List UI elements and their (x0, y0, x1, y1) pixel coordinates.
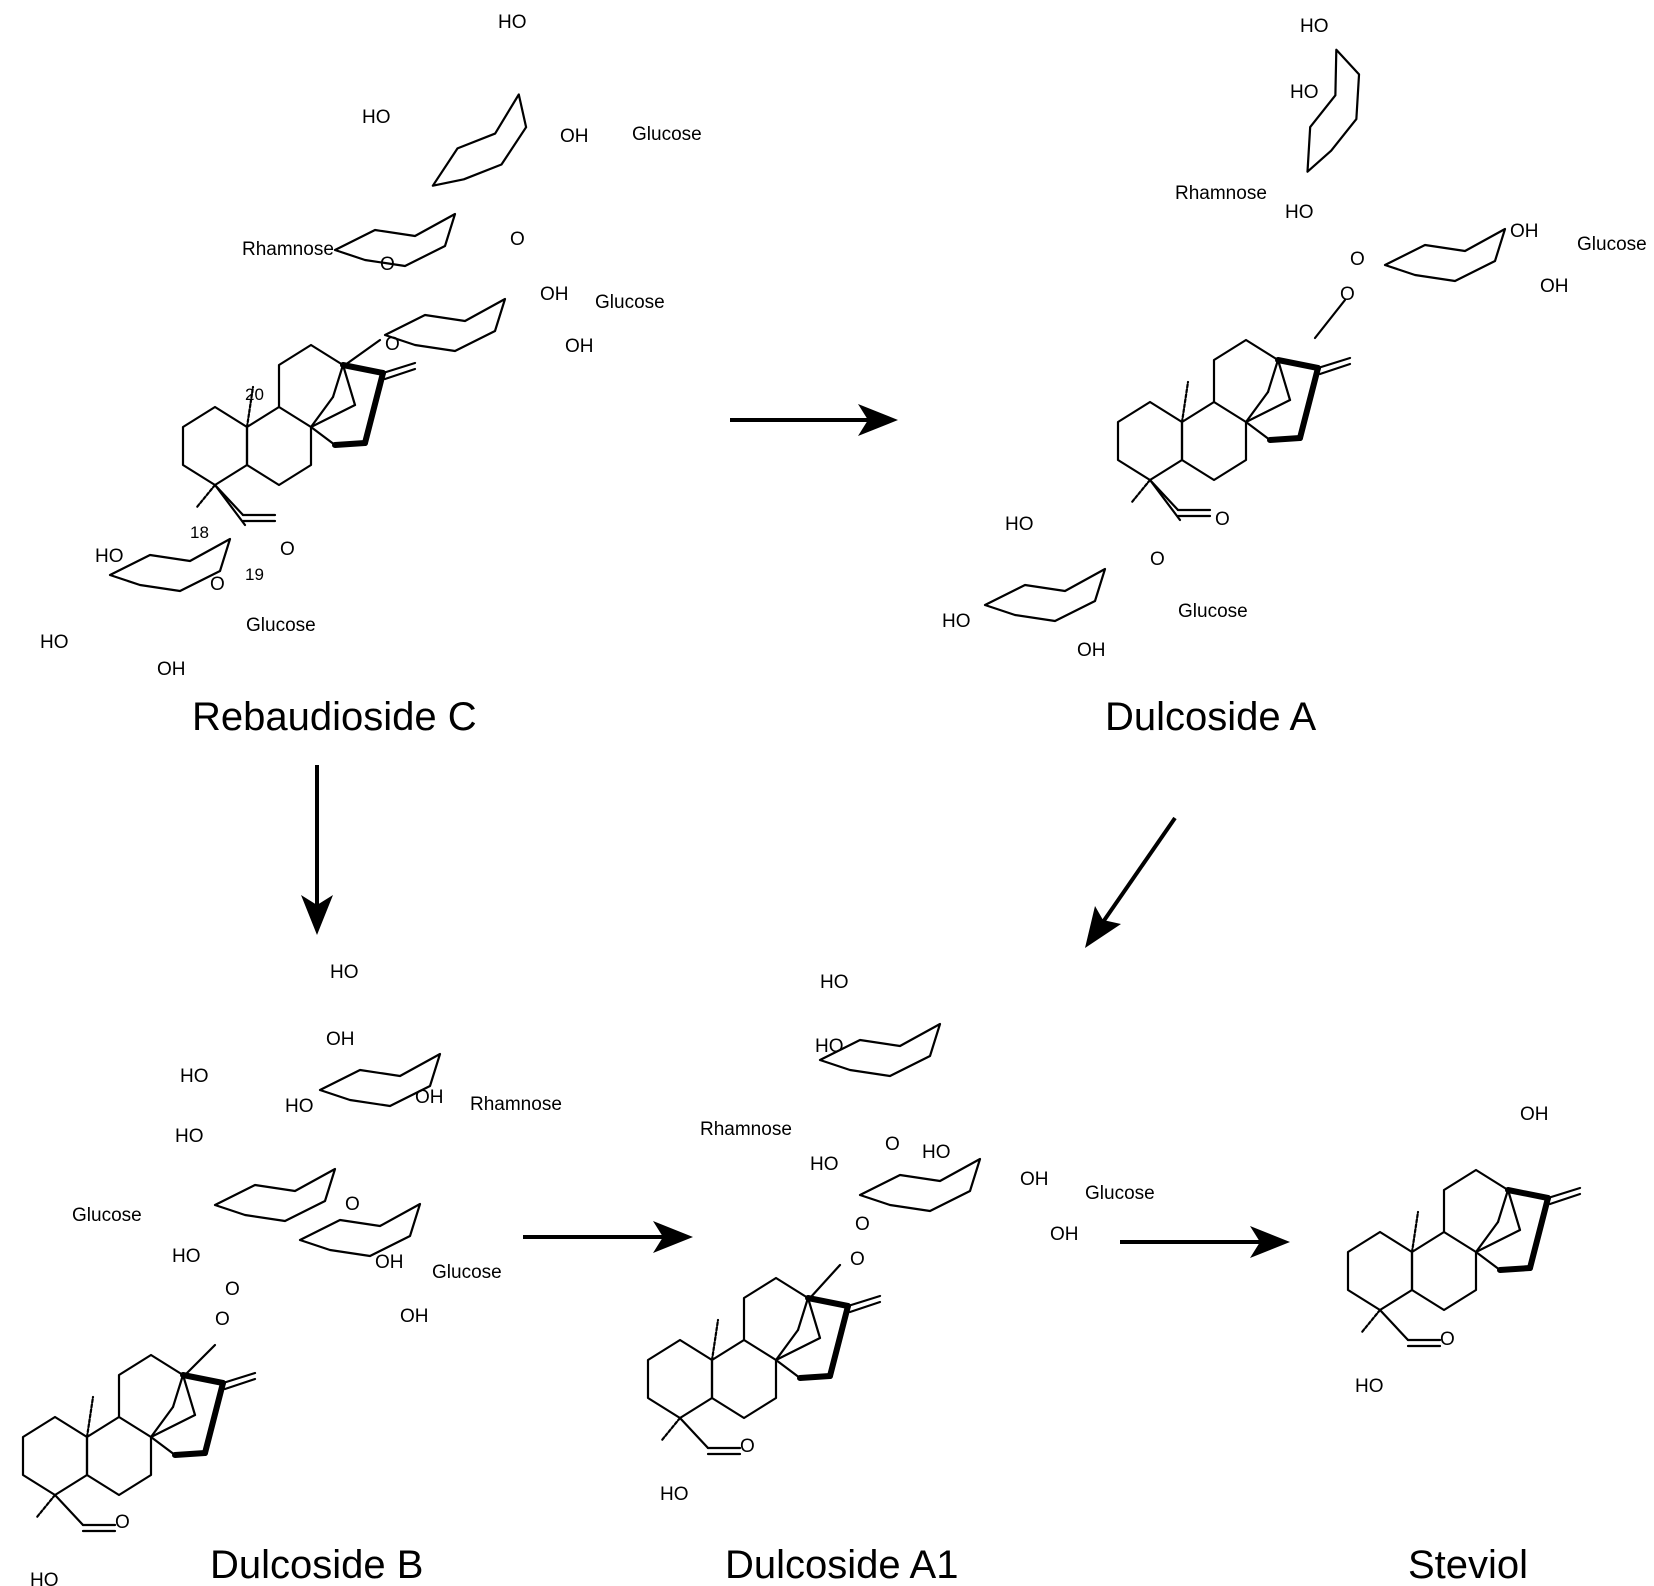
hydroxyl: OH (415, 1087, 444, 1108)
hydroxyl: HO (95, 546, 124, 567)
hydroxyl: HO (180, 1066, 209, 1087)
glycosidic-oxygen: O (225, 1279, 240, 1300)
sugar-label: Glucose (595, 292, 665, 313)
ring-oxygen: O (885, 1134, 900, 1155)
hydroxyl: HO (660, 1484, 689, 1505)
arrow-rebc-to-dulcb (301, 765, 333, 935)
hydroxyl: OH (560, 126, 589, 147)
sugar-label: Glucose (246, 615, 316, 636)
carbonyl-oxygen: O (1440, 1329, 1455, 1350)
arrow-dulca1-to-steviol (1120, 1226, 1290, 1258)
hydroxyl: HO (1290, 82, 1319, 103)
arrow-dulcb-to-dulca1 (523, 1221, 693, 1253)
core-number: 18 (190, 523, 209, 542)
hydroxyl: HO (40, 632, 69, 653)
hydroxyl: OH (1520, 1104, 1549, 1125)
arrow-dulca-to-dulca1 (1085, 816, 1177, 948)
hydroxyl: OH (1077, 640, 1106, 661)
compound-name: Dulcoside A1 (725, 1543, 958, 1586)
sugar-label: Rhamnose (700, 1119, 792, 1140)
glycosidic-oxygen: O (510, 229, 525, 250)
carbonyl-oxygen: O (280, 539, 295, 560)
ester-oxygen: O (210, 574, 225, 595)
dulcoside-a1-structure: Rhamnose Glucose O O O HO O HO HO HO HO … (648, 972, 1155, 1586)
hydroxyl: OH (326, 1029, 355, 1050)
carbonyl-oxygen: O (115, 1512, 130, 1533)
compound-name: Dulcoside A (1105, 695, 1317, 739)
sugar-label: Glucose (1577, 234, 1647, 255)
hydroxyl: OH (540, 284, 569, 305)
hydroxyl: HO (362, 107, 391, 128)
sugar-label: Glucose (432, 1262, 502, 1283)
hydroxyl: HO (1355, 1376, 1384, 1397)
hydroxyl: HO (810, 1154, 839, 1175)
glycosidic-oxygen: O (850, 1249, 865, 1270)
glycosidic-oxygen: O (1350, 249, 1365, 270)
carbonyl-oxygen: O (1215, 509, 1230, 530)
compound-name: Steviol (1408, 1543, 1528, 1586)
dulcoside-b-structure: Glucose Rhamnose Glucose O O O HO O HO O… (23, 962, 562, 1586)
hydroxyl: HO (330, 962, 359, 983)
hydroxyl: HO (820, 972, 849, 993)
hydroxyl: HO (175, 1126, 204, 1147)
ester-oxygen: O (1150, 549, 1165, 570)
hydroxyl: OH (1020, 1169, 1049, 1190)
sugar-label: Glucose (1178, 601, 1248, 622)
hydroxyl: HO (815, 1036, 844, 1057)
steviol-structure: OH HO O Steviol (1348, 1104, 1580, 1586)
rebaudioside-c-structure: Glucose Glucose Rhamnose Glucose O O O O… (40, 12, 702, 739)
hydroxyl: HO (942, 611, 971, 632)
glycosidic-oxygen: O (345, 1194, 360, 1215)
sugar-label: Glucose (1085, 1183, 1155, 1204)
core-number: 19 (245, 565, 264, 584)
dulcoside-a-structure: Rhamnose Glucose Glucose O O O O HO HO H… (942, 16, 1647, 739)
glycosidic-oxygen: O (215, 1309, 230, 1330)
compound-name: Dulcoside B (210, 1543, 423, 1586)
hydroxyl: HO (172, 1246, 201, 1267)
sugar-label: Rhamnose (470, 1094, 562, 1115)
sugar-label: Rhamnose (1175, 183, 1267, 204)
hydroxyl: HO (1005, 514, 1034, 535)
sugar-label: Glucose (632, 124, 702, 145)
hydroxyl: HO (1285, 202, 1314, 223)
hydroxyl: HO (30, 1570, 59, 1586)
hydroxyl: OH (375, 1252, 404, 1273)
glycosidic-oxygen: O (1340, 284, 1355, 305)
hydroxyl: HO (922, 1142, 951, 1163)
glycosidic-oxygen: O (380, 254, 395, 275)
sugar-label: Rhamnose (242, 239, 334, 260)
hydroxyl: HO (498, 12, 527, 33)
hydroxyl: OH (1510, 221, 1539, 242)
carbonyl-oxygen: O (740, 1436, 755, 1457)
hydroxyl: HO (1300, 16, 1329, 37)
reaction-arrows (301, 404, 1290, 1258)
glycosidic-oxygen: O (385, 334, 400, 355)
hydroxyl: OH (1540, 276, 1569, 297)
hydroxyl: OH (157, 659, 186, 680)
hydroxyl: OH (565, 336, 594, 357)
glycosidic-oxygen: O (855, 1214, 870, 1235)
core-number: 20 (245, 385, 264, 404)
sugar-label: Glucose (72, 1205, 142, 1226)
hydroxyl: OH (400, 1306, 429, 1327)
compound-name: Rebaudioside C (192, 695, 477, 739)
hydroxyl: HO (285, 1096, 314, 1117)
hydroxyl: OH (1050, 1224, 1079, 1245)
arrow-rebc-to-dulca (730, 404, 898, 436)
